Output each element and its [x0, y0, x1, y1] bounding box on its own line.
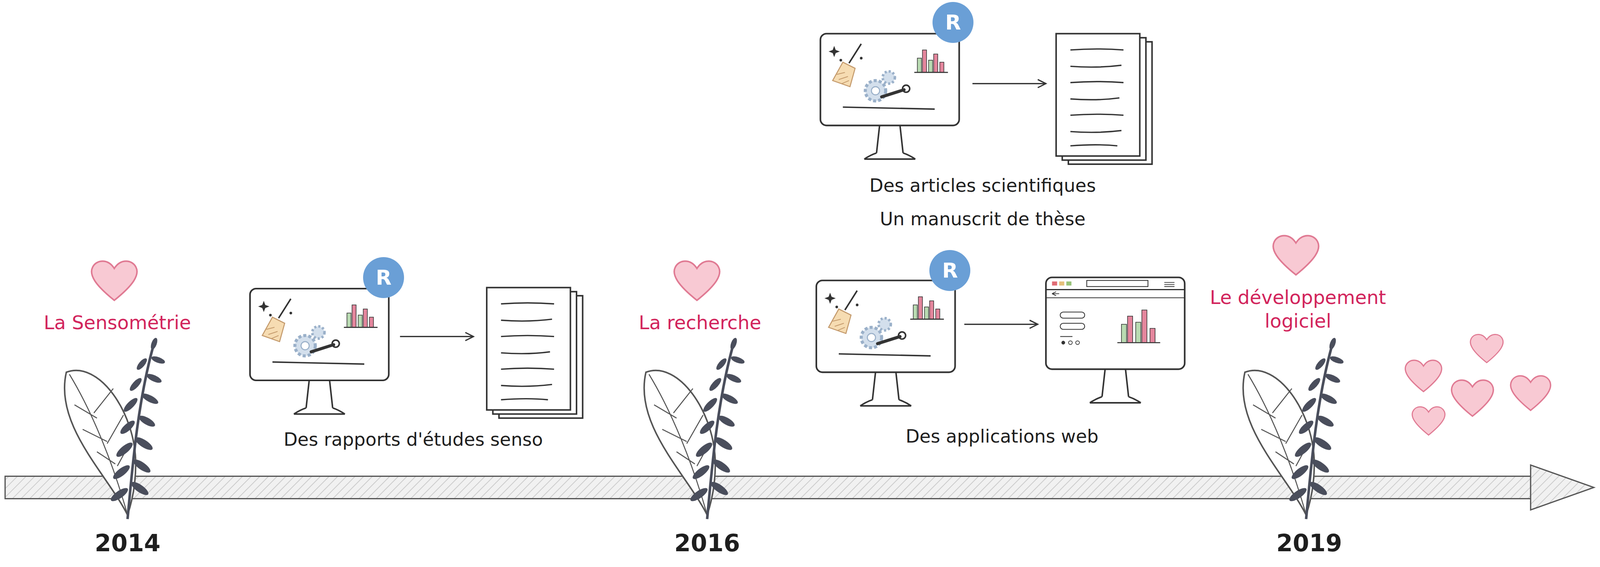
year-label: 2016 [674, 528, 740, 558]
stage-title: Le développement logiciel [1195, 285, 1401, 333]
badge-letter: R [945, 12, 961, 33]
output-caption: Des rapports d'études senso [283, 428, 543, 452]
output-caption: Des applications web [905, 425, 1099, 449]
year-label: 2014 [94, 528, 161, 558]
output-caption: Des articles scientifiques [869, 174, 1096, 198]
year-label: 2019 [1276, 528, 1343, 558]
r-badge: R [363, 257, 405, 299]
stage-title: La recherche [638, 310, 762, 335]
badge-letter: R [375, 267, 392, 288]
output-caption: Un manuscrit de thèse [879, 207, 1086, 231]
stage-title: La Sensométrie [43, 310, 191, 335]
badge-letter: R [941, 260, 958, 281]
r-badge: R [932, 1, 974, 43]
r-badge: R [929, 250, 971, 292]
